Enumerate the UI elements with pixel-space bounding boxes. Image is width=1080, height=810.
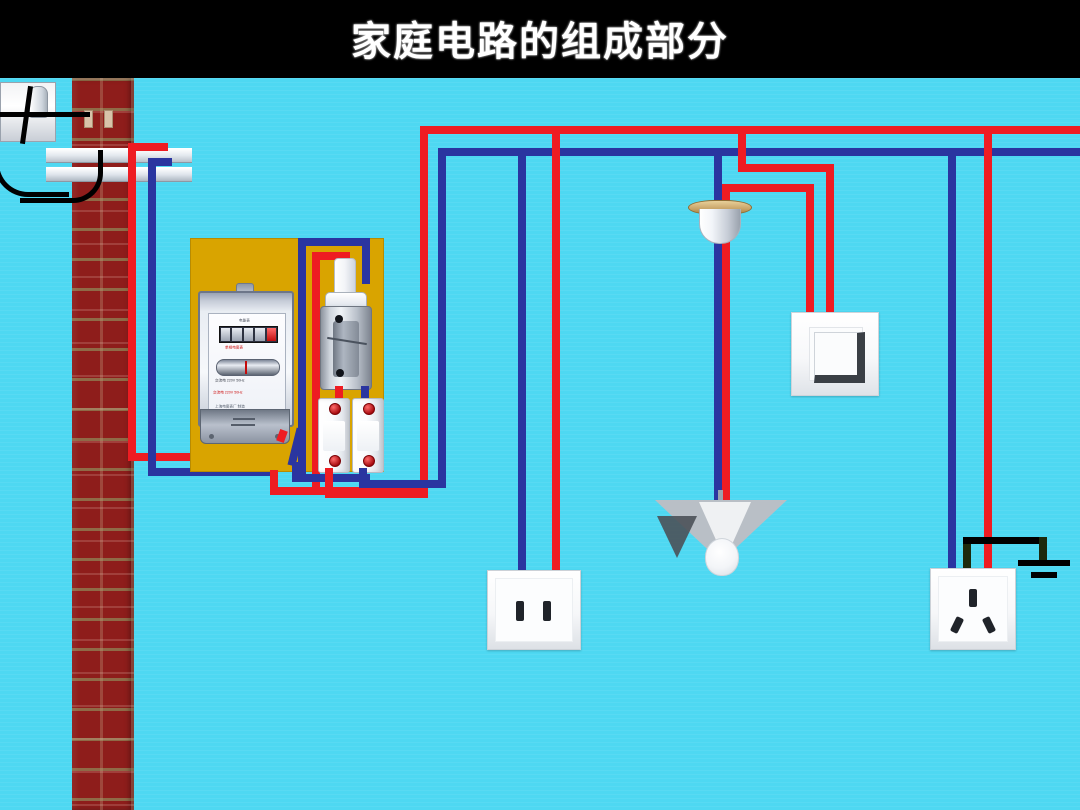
meter-label-red: 交流电 220V 50Hz — [213, 390, 243, 395]
wall-background — [0, 78, 1080, 810]
service-wire-black-span — [0, 112, 90, 117]
wire-live-to-three-pin-socket — [984, 126, 992, 576]
wire-live-main-riser — [420, 126, 428, 498]
wire-neutral-to-two-pin-socket — [518, 148, 526, 580]
electricity-meter: 电能表 单相电度表 交流电 220V 50Hz 交流电 220V 50Hz 上海… — [198, 283, 294, 448]
ground-bar-long — [1018, 560, 1070, 566]
wire-neutral-run-right — [359, 480, 446, 488]
fuse-barrel — [357, 421, 379, 451]
fuse-cap-top — [363, 403, 375, 415]
meter-terminal-bar — [231, 424, 255, 426]
wire-neutral-breaker-in — [362, 238, 370, 284]
wire-neutral-breaker-top — [298, 238, 370, 246]
wire-live-fuse-out — [325, 468, 333, 498]
brick-pillar — [72, 78, 134, 810]
knife-switch-screw — [336, 369, 344, 377]
wire-neutral-to-meter-in — [148, 468, 270, 476]
wire-live-up-to-breaker — [312, 252, 320, 495]
fuse-neutral[interactable] — [352, 398, 384, 473]
two-pin-socket[interactable] — [487, 570, 581, 650]
wire-live-breaker-top — [312, 252, 350, 260]
fuse-live[interactable] — [318, 398, 350, 473]
wire-ground-to-earth — [1039, 537, 1047, 563]
lamp-holder-cup — [699, 209, 741, 244]
meter-terminal-screw — [209, 434, 214, 439]
main-knife-switch[interactable] — [320, 258, 372, 393]
wire-neutral-breaker-to-fuse — [361, 386, 369, 402]
bus-live-horizontal — [420, 126, 1080, 134]
wire-live-breaker-to-fuse — [335, 386, 343, 402]
wire-ground-run — [963, 537, 1047, 544]
meter-label-mid: 单相电度表 — [225, 345, 243, 350]
wire-neutral-to-lamp — [714, 148, 722, 510]
pillar-slot — [104, 110, 113, 128]
meter-digit-register — [219, 326, 278, 343]
wire-live-riser-a — [270, 470, 278, 495]
wire-ground-to-socket — [963, 542, 971, 582]
wire-live-switch-run — [738, 164, 834, 172]
fuse-barrel — [323, 421, 345, 451]
switch-rocker[interactable] — [809, 327, 865, 383]
ground-bar-short — [1031, 572, 1057, 578]
wire-live-to-meter-in — [128, 453, 220, 461]
wire-live-to-lamp — [722, 184, 730, 510]
knife-switch-screw — [335, 315, 343, 323]
meter-rotating-disc — [216, 359, 280, 376]
wire-neutral-pole-drop — [148, 158, 156, 476]
meter-label-specs: 交流电 220V 50Hz — [215, 378, 245, 383]
wire-live-run-right — [325, 490, 428, 498]
pendant-lamp — [655, 490, 787, 582]
meter-terminal-bar — [233, 418, 255, 420]
meter-label-maker: 上海电度表厂 制造 — [215, 404, 245, 409]
wall-light-switch[interactable] — [791, 312, 879, 396]
wire-neutral-riser-a — [292, 462, 300, 482]
title-bar: 家庭电路的组成部分 — [0, 0, 1080, 78]
wire-neutral-pole-top — [148, 158, 172, 166]
three-pin-socket-face — [938, 576, 1008, 642]
two-pin-socket-face — [495, 578, 573, 642]
three-pin-socket[interactable] — [930, 568, 1016, 650]
knife-switch-body — [320, 306, 372, 390]
fuse-cap-bottom — [363, 455, 375, 467]
pillar-top-slots — [84, 110, 122, 128]
meter-case: 电能表 单相电度表 交流电 220V 50Hz 交流电 220V 50Hz 上海… — [198, 291, 294, 427]
wire-live-switch-to-lamp-run — [722, 184, 814, 192]
pillar-slot — [84, 110, 93, 128]
wire-live-pole-drop — [128, 143, 136, 461]
fuse-cap-bottom — [329, 455, 341, 467]
wire-live-switch-drop — [738, 126, 746, 172]
wire-neutral-main-riser — [438, 148, 446, 488]
fuse-cap-top — [329, 403, 341, 415]
wire-neutral-fuse-out — [359, 468, 367, 488]
wire-live-switch-terminal-in — [826, 164, 834, 316]
socket-hole-left — [516, 601, 524, 621]
socket-hole-right — [543, 601, 551, 621]
earth-ground-symbol — [1018, 560, 1070, 582]
wire-live-pole-top — [128, 143, 168, 151]
bus-neutral-horizontal — [438, 148, 1080, 156]
page-title: 家庭电路的组成部分 — [351, 18, 729, 65]
wire-neutral-up-to-breaker — [298, 238, 306, 478]
meter-terminal-cover — [200, 409, 290, 444]
ceiling-lamp-holder — [688, 200, 752, 246]
service-wire-black-lower — [20, 150, 103, 203]
lamp-shade-shadow — [657, 516, 697, 558]
socket-hole-ground — [969, 589, 977, 607]
meter-faceplate: 电能表 单相电度表 交流电 220V 50Hz 交流电 220V 50Hz 上海… — [208, 313, 286, 423]
lamp-stem — [718, 490, 723, 506]
wire-live-switch-terminal-out — [806, 184, 814, 316]
meter-label-top: 电能表 — [239, 318, 250, 323]
wire-neutral-to-three-pin-socket — [948, 148, 956, 576]
wire-live-to-two-pin-socket — [552, 126, 560, 580]
knife-switch-slot — [333, 321, 359, 377]
light-bulb — [705, 538, 739, 576]
